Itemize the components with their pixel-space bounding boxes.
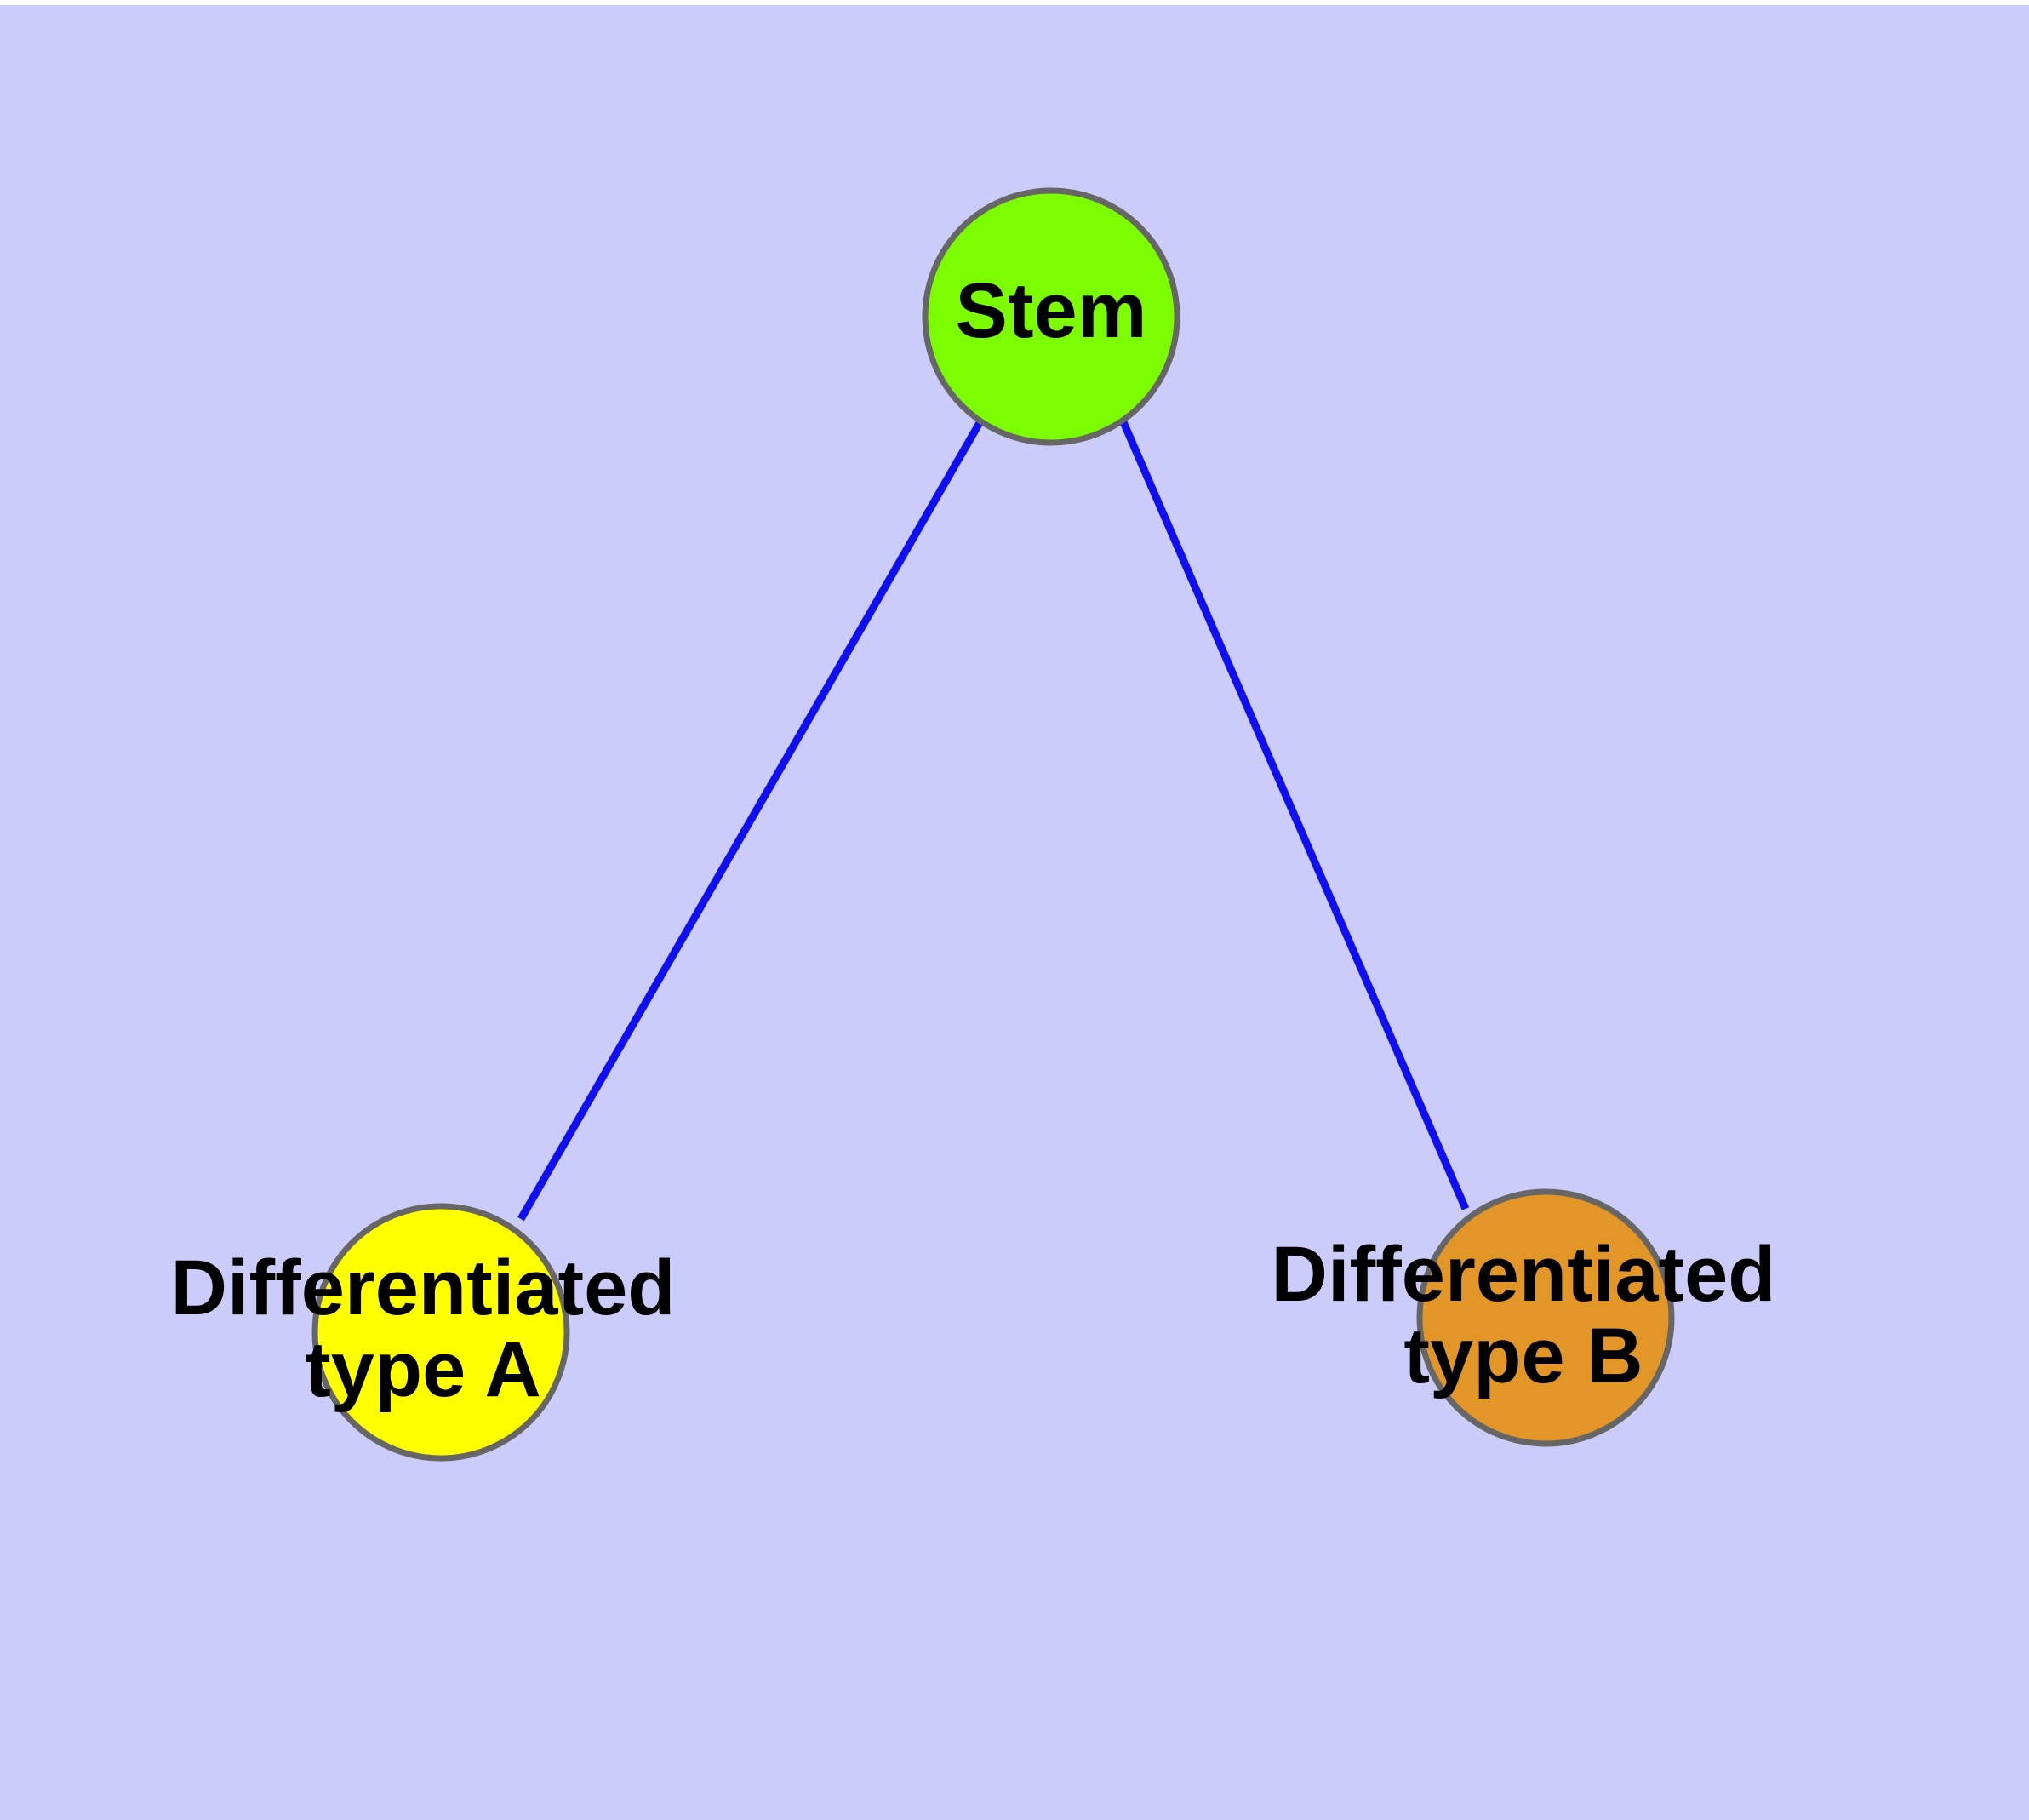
node-circle-diff_a[interactable] [311, 1203, 570, 1462]
node-label-stem: Stem [956, 267, 1147, 354]
node-label-line: Differentiated [171, 1245, 676, 1331]
graph-node-stem[interactable]: Stem [922, 187, 1180, 446]
edges-layer [517, 419, 1470, 1222]
node-label-line: Differentiated [1272, 1231, 1776, 1318]
node-label-line: type A [305, 1326, 541, 1413]
node-circle-stem[interactable] [922, 187, 1180, 446]
node-label-line: Stem [956, 267, 1147, 354]
node-label-line: type B [1403, 1313, 1643, 1399]
graph-edge-stem-diff_a[interactable] [517, 419, 984, 1222]
graph-edge-stem-diff_b[interactable] [1119, 421, 1470, 1210]
node-circle-diff_b[interactable] [1416, 1188, 1675, 1447]
